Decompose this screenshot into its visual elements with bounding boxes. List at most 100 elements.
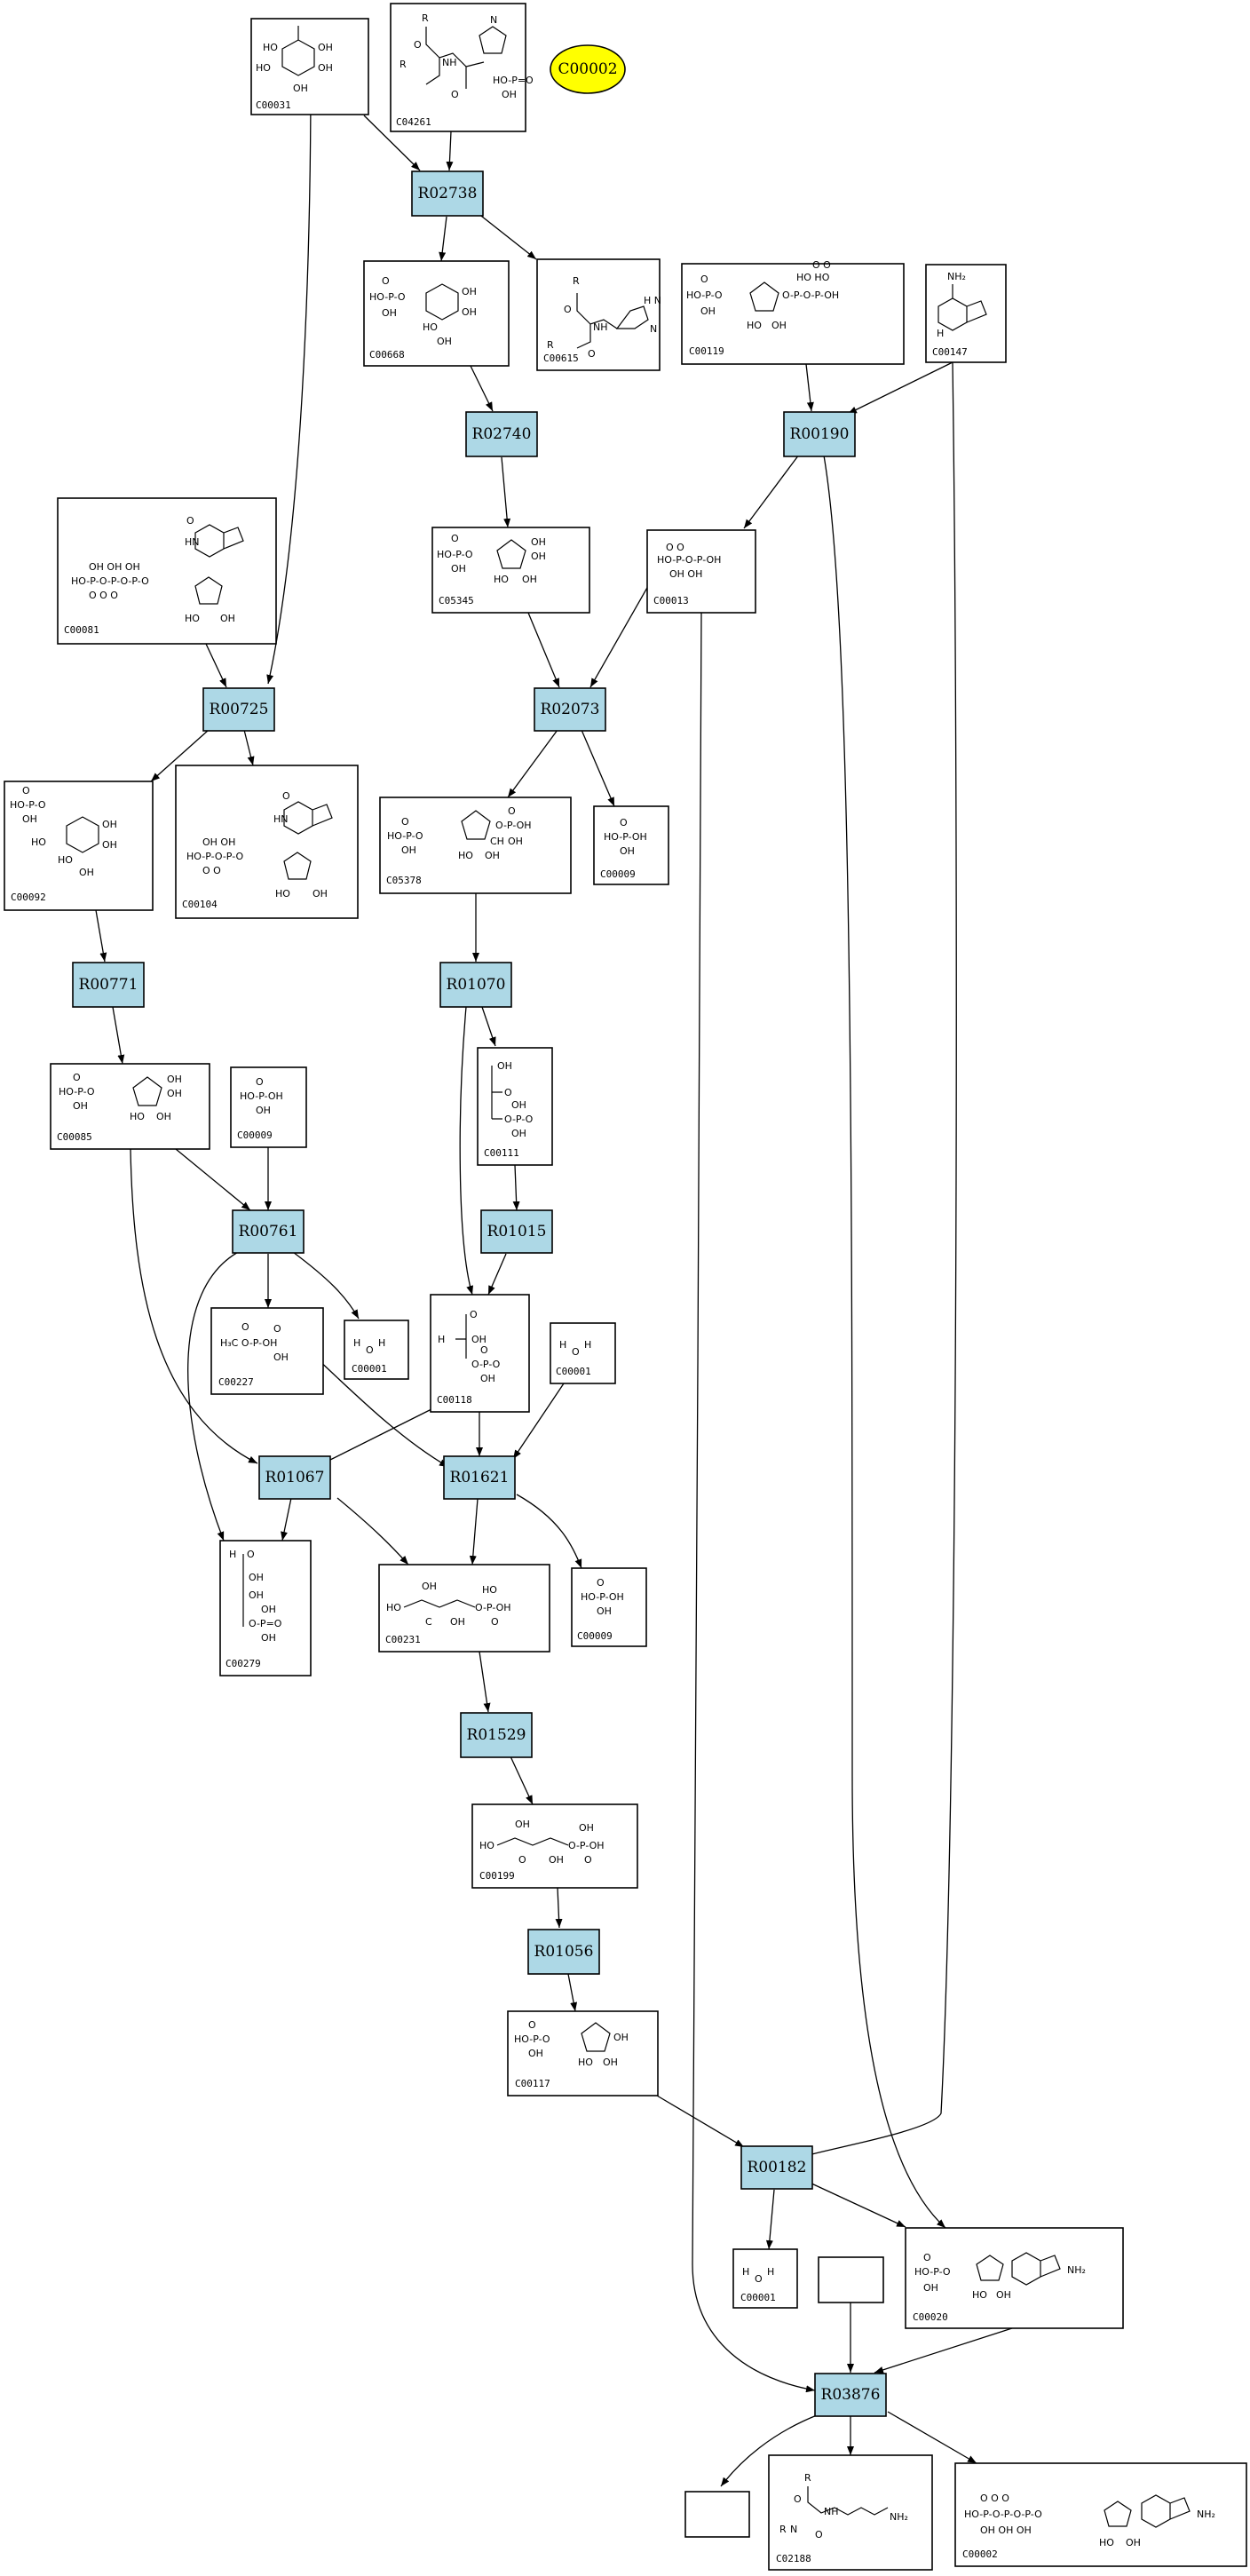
svg-text:OH: OH: [261, 1632, 276, 1644]
reaction-node[interactable]: R02738: [411, 170, 484, 217]
svg-text:O-P-OH: O-P-OH: [568, 1840, 605, 1851]
svg-text:O-P=O: O-P=O: [249, 1618, 282, 1629]
edge: [823, 455, 946, 2229]
edge: [512, 1164, 520, 1211]
svg-text:HO: HO: [263, 42, 278, 53]
edge: [765, 2189, 775, 2250]
svg-text:O: O: [366, 1344, 374, 1356]
svg-text:HO-P=O: HO-P=O: [493, 75, 534, 86]
svg-text:H: H: [584, 1339, 591, 1351]
reaction-label: R00190: [790, 425, 850, 443]
edge: [507, 729, 558, 798]
svg-text:OH: OH: [249, 1572, 264, 1583]
svg-text:OH OH OH: OH OH OH: [980, 2524, 1032, 2536]
compound-node[interactable]: HOH C00001: [732, 2248, 798, 2309]
edge: [656, 2095, 745, 2148]
svg-text:OH: OH: [508, 836, 523, 847]
reaction-node[interactable]: R00771: [72, 962, 145, 1008]
svg-text:HO: HO: [31, 836, 46, 848]
svg-text:OH: OH: [462, 286, 477, 297]
svg-text:HO-P-O: HO-P-O: [686, 289, 723, 301]
svg-text:O: O: [480, 1344, 488, 1356]
svg-text:OH: OH: [480, 1373, 495, 1384]
compound-id: C00231: [385, 1634, 421, 1645]
reaction-node[interactable]: R00182: [740, 2145, 813, 2190]
reaction-node[interactable]: R02740: [465, 411, 538, 457]
compound-id: C00199: [479, 1870, 515, 1882]
svg-text:H₃C O-P-OH: H₃C O-P-OH: [220, 1337, 277, 1349]
svg-text:N: N: [790, 2524, 797, 2535]
compound-node-empty[interactable]: [684, 2491, 750, 2538]
svg-text:H N: H N: [644, 295, 661, 306]
svg-text:O O O: O O O: [89, 590, 118, 601]
svg-text:HO-P-O-P-OH: HO-P-O-P-OH: [657, 554, 721, 566]
svg-text:HO-P-O: HO-P-O: [369, 291, 406, 303]
edge: [516, 1494, 582, 1569]
legend-oval[interactable]: C00002: [550, 44, 626, 94]
reaction-node[interactable]: R01015: [480, 1209, 553, 1254]
svg-text:O: O: [382, 275, 390, 287]
svg-text:NH: NH: [593, 321, 608, 333]
svg-text:OH: OH: [220, 613, 235, 624]
reaction-node[interactable]: R00725: [202, 687, 275, 732]
svg-text:OH: OH: [156, 1111, 171, 1122]
edge: [527, 612, 560, 688]
reaction-node[interactable]: R03876: [814, 2373, 887, 2417]
reaction-node[interactable]: R01529: [460, 1712, 533, 1758]
edge: [205, 643, 227, 688]
reaction-node[interactable]: R02073: [534, 687, 606, 732]
svg-text:HO-P-O: HO-P-O: [514, 2033, 550, 2045]
reaction-node[interactable]: R01621: [443, 1455, 516, 1500]
svg-text:O: O: [518, 1854, 526, 1866]
svg-text:O-P-OH: O-P-OH: [475, 1602, 511, 1613]
svg-text:O: O: [414, 39, 422, 51]
reaction-node[interactable]: R00761: [232, 1209, 305, 1254]
svg-text:OH: OH: [771, 320, 787, 331]
compound-node[interactable]: HOH C00001: [344, 1320, 409, 1380]
reaction-node[interactable]: R01067: [258, 1455, 331, 1500]
svg-text:NH₂: NH₂: [1067, 2264, 1086, 2276]
reaction-node[interactable]: R01056: [527, 1929, 600, 1975]
svg-text:O: O: [588, 348, 596, 360]
edge: [266, 75, 312, 685]
svg-text:O: O: [508, 805, 516, 817]
edge: [581, 729, 615, 807]
svg-text:H: H: [742, 2266, 749, 2278]
compound-node[interactable]: HOH C00001: [550, 1322, 616, 1384]
compound-id: C04261: [396, 116, 431, 128]
reaction-node[interactable]: R01070: [439, 962, 512, 1008]
compound-node-empty[interactable]: [818, 2256, 884, 2303]
compound-id: C00001: [556, 1366, 591, 1377]
reaction-node[interactable]: R00190: [783, 411, 856, 457]
svg-text:OH: OH: [273, 1351, 289, 1363]
svg-text:OH: OH: [522, 574, 537, 585]
